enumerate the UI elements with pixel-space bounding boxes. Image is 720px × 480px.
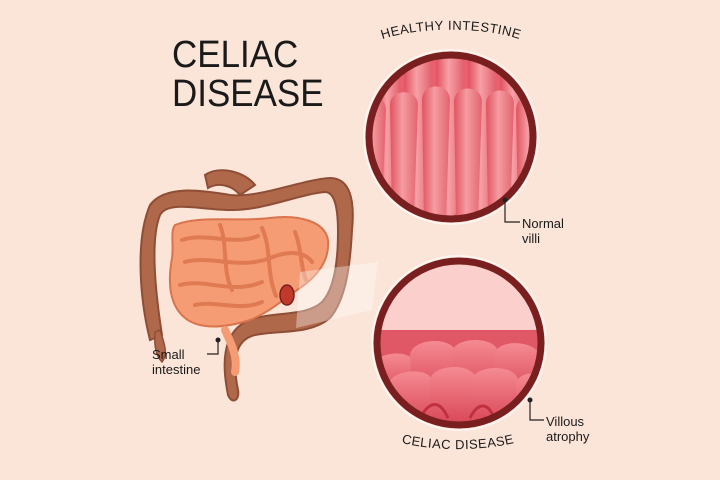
small-intestine	[168, 216, 330, 376]
large-intestine	[139, 169, 354, 402]
leader-lines	[207, 197, 544, 421]
healthy-intestine-caption: HEALTHY INTESTINE	[379, 18, 523, 42]
celiac-disease-circle	[371, 255, 547, 431]
title-line-2: DISEASE	[172, 73, 324, 115]
healthy-intestine-circle	[363, 49, 539, 225]
celiac-disease-caption: CELIAC DISEASE	[401, 431, 516, 452]
villous-atrophy-label: Villous atrophy	[546, 414, 590, 444]
small-intestine-label: Small intestine	[152, 347, 201, 377]
normal-villi-label: Normal villi	[522, 216, 564, 246]
title-line-1: CELIAC	[172, 34, 299, 76]
magnifier-cone	[296, 262, 378, 328]
page-title: CELIAC DISEASE	[172, 36, 324, 114]
